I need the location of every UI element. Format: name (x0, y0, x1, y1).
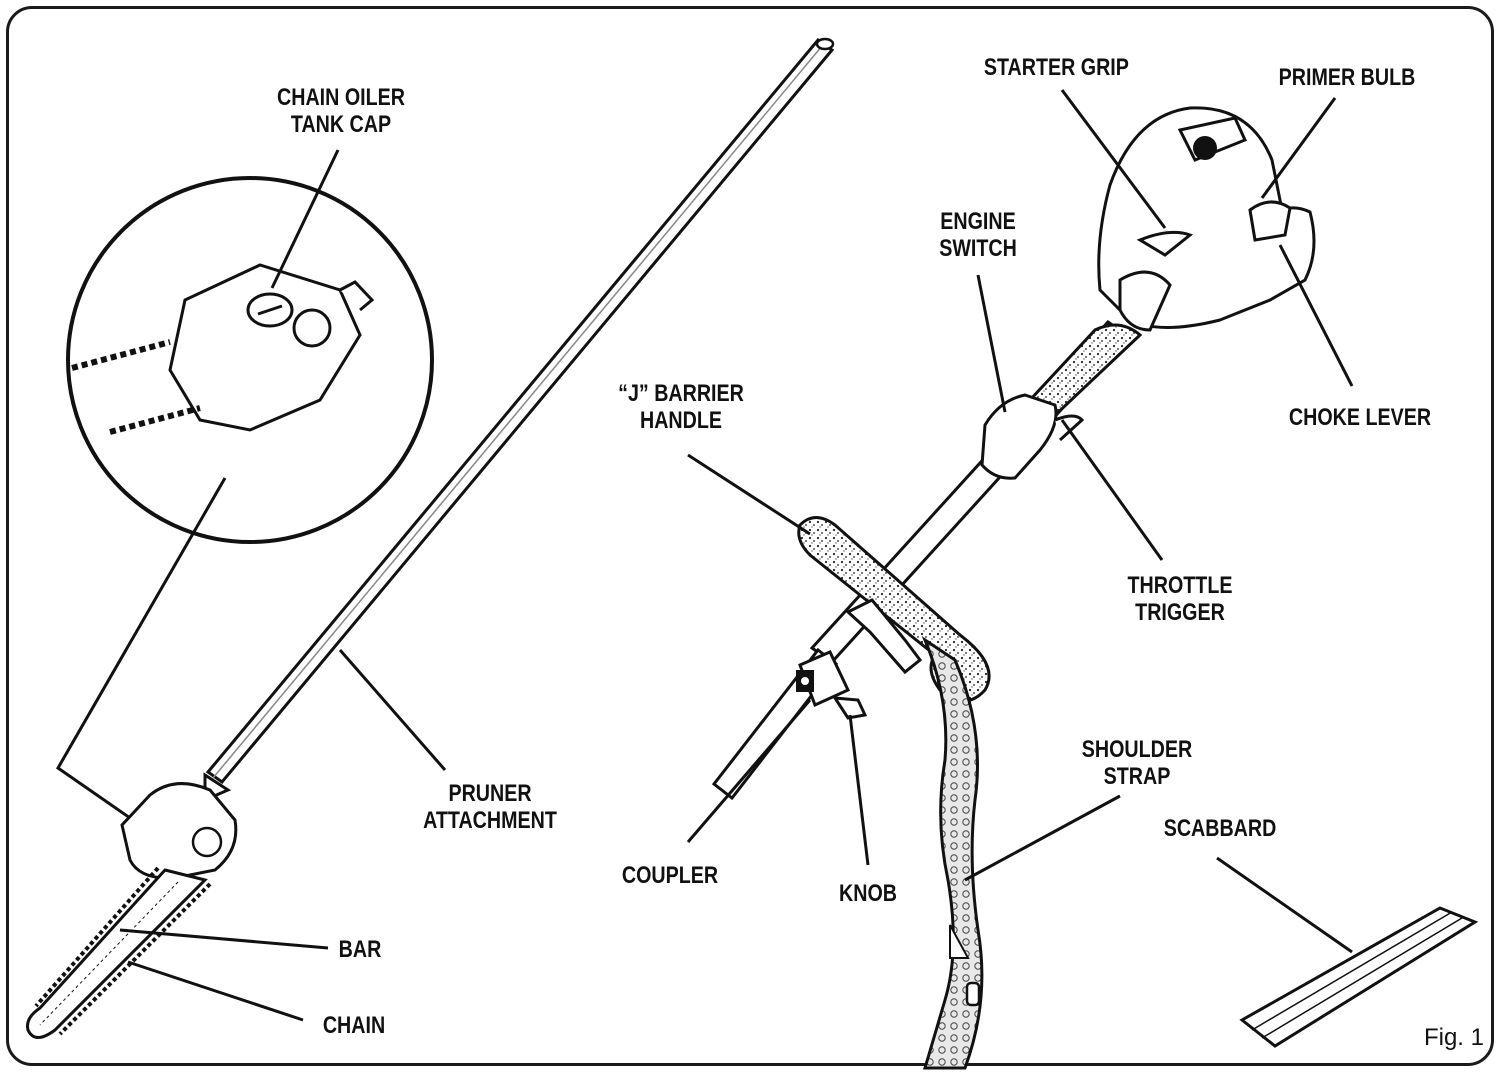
label-chain-oiler-tank-cap: CHAIN OILER TANK CAP (277, 84, 405, 138)
label-engine-switch: ENGINE SWITCH (939, 208, 1017, 262)
guide-bar (26, 868, 208, 1039)
scabbard-cover (1239, 906, 1479, 1048)
label-knob: KNOB (839, 880, 897, 907)
label-scabbard: SCABBARD (1163, 815, 1277, 842)
coupler-knob (832, 696, 868, 720)
throttle-housing (980, 393, 1085, 480)
label-starter-grip: STARTER GRIP (983, 54, 1129, 81)
label-pruner-attachment: PRUNER ATTACHMENT (423, 780, 557, 834)
coupler-body (796, 650, 851, 708)
pruner-shaft (205, 37, 835, 785)
label-coupler: COUPLER (621, 862, 719, 889)
detail-leader-line (56, 477, 227, 820)
label-choke-lever: CHOKE LEVER (1288, 404, 1432, 431)
label-shoulder-strap: SHOULDER STRAP (1081, 736, 1193, 790)
leader-lines (119, 89, 1354, 1022)
chain-oiler-detail-circle (66, 176, 434, 544)
label-primer-bulb: PRIMER BULB (1278, 64, 1416, 91)
pruner-head (120, 772, 238, 892)
engine-power-head (1097, 106, 1316, 332)
shoulder-strap-webbing (921, 636, 984, 1070)
saw-chain (34, 866, 212, 1036)
label-chain: CHAIN (322, 1012, 386, 1039)
label-j-barrier-handle: “J” BARRIER HANDLE (618, 380, 744, 434)
label-bar: BAR (338, 936, 382, 963)
figure-number: Fig. 1 (1423, 1024, 1484, 1051)
handle-clamp (845, 598, 923, 675)
figure-frame (6, 6, 1494, 1066)
label-throttle-trigger: THROTTLE TRIGGER (1127, 572, 1233, 626)
